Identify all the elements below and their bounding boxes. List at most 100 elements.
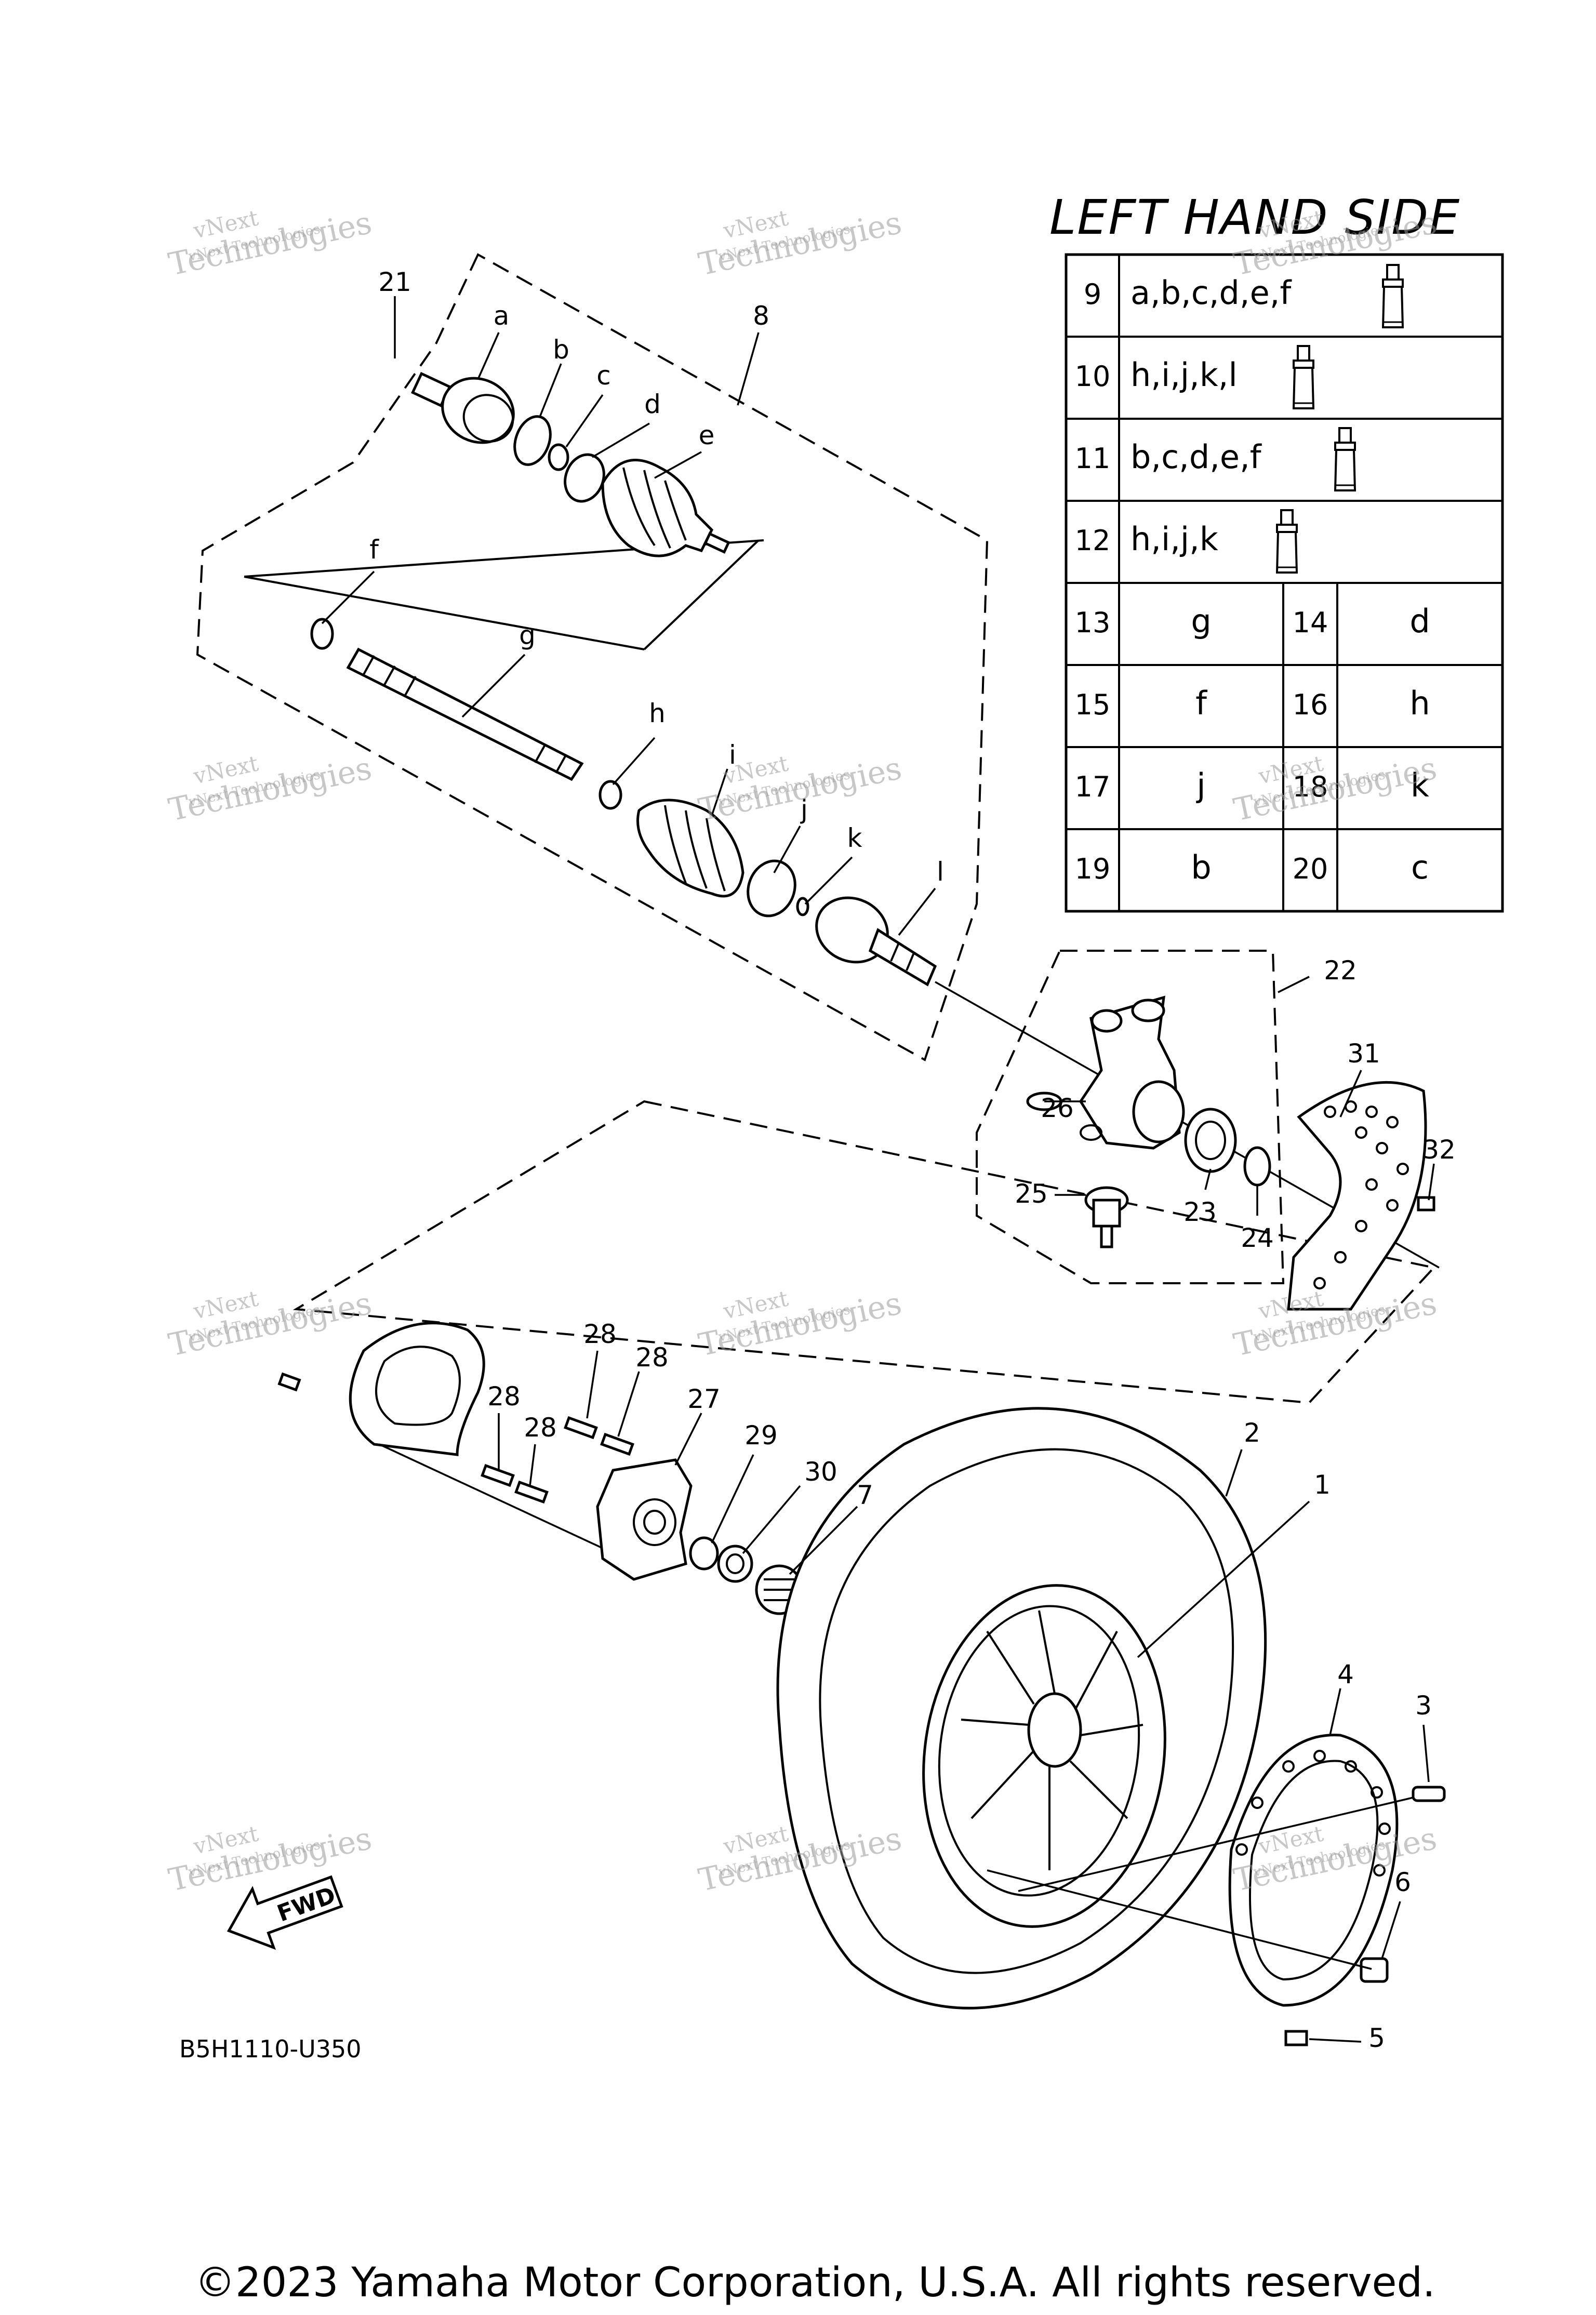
knuckle-group-outline <box>976 950 1285 1284</box>
kit-number: 14 <box>1293 606 1328 639</box>
kit-number: 11 <box>1075 442 1111 475</box>
callout-j: j <box>800 794 808 824</box>
callout-28-d: 28 <box>524 1413 557 1443</box>
leader <box>987 1869 1372 1970</box>
callout-30: 30 <box>804 1457 837 1487</box>
callout-f: f <box>369 535 379 565</box>
kit-number: 20 <box>1293 853 1328 885</box>
grease-tube-icon <box>1292 345 1315 409</box>
callout-1: 1 <box>1314 1470 1331 1500</box>
kit-parts: h,i,j,k <box>1130 520 1218 558</box>
callout-c: c <box>596 361 611 391</box>
brake-guard <box>1287 1081 1427 1311</box>
valve-stem <box>1412 1786 1446 1802</box>
circlip <box>513 415 552 466</box>
kit-part: k <box>1411 766 1429 804</box>
kit-number: 18 <box>1293 770 1328 803</box>
callout-25: 25 <box>1015 1179 1048 1209</box>
callout-5: 5 <box>1368 2023 1385 2053</box>
kit-part: d <box>1409 602 1430 640</box>
boot-band-large <box>747 859 796 917</box>
grease-tube-icon <box>1381 264 1404 328</box>
callout-26: 26 <box>1041 1093 1074 1123</box>
cv-boot-outer <box>601 459 730 557</box>
grease-tube-icon <box>1334 427 1356 491</box>
callout-7: 7 <box>857 1480 873 1510</box>
callout-b: b <box>553 335 569 365</box>
wheel-rim <box>922 1584 1166 1928</box>
snap-ring <box>548 443 569 471</box>
boot-band-inner <box>310 618 334 650</box>
callout-31: 31 <box>1347 1039 1380 1069</box>
kit-part: j <box>1195 766 1205 804</box>
callout-4: 4 <box>1337 1659 1354 1689</box>
kit-row-17-18: 17 j 18 k <box>1075 766 1429 804</box>
brake-disc <box>349 1322 603 1549</box>
inner-cv-joint <box>815 896 937 987</box>
callout-e: e <box>699 420 715 450</box>
kit-row-9: 9 a,b,c,d,e,f <box>1084 264 1404 328</box>
valve-cap <box>1360 1957 1389 1983</box>
kit-number: 19 <box>1075 853 1111 885</box>
axle-nut <box>717 1545 753 1583</box>
callout-29: 29 <box>744 1420 778 1451</box>
callout-28-a: 28 <box>583 1319 617 1349</box>
drive-shaft-assembly <box>244 371 1440 1269</box>
beadlock-ring <box>1228 1734 1399 2007</box>
kit-row-13-14: 13 g 14 d <box>1075 602 1430 640</box>
stopper-ring <box>796 897 809 916</box>
outer-cv-joint <box>411 371 515 444</box>
callout-2: 2 <box>1244 1418 1260 1448</box>
hub-washer <box>689 1536 719 1571</box>
kit-part: g <box>1191 602 1211 640</box>
callout-8: 8 <box>753 301 769 331</box>
kit-part: h <box>1409 684 1430 722</box>
kit-part: b <box>1191 848 1211 886</box>
callout-i: i <box>729 740 736 770</box>
kit-number: 13 <box>1075 606 1111 639</box>
callout-32: 32 <box>1422 1135 1456 1165</box>
kit-row-11: 11 b,c,d,e,f <box>1075 427 1356 491</box>
kit-part: f <box>1195 684 1208 722</box>
callout-3: 3 <box>1415 1691 1432 1721</box>
wheel-bearing <box>1184 1108 1237 1173</box>
kit-part: c <box>1411 848 1429 886</box>
callout-23: 23 <box>1183 1197 1217 1227</box>
callout-d: d <box>644 389 661 419</box>
kit-parts: a,b,c,d,e,f <box>1130 274 1292 312</box>
drive-shaft-group-outline <box>196 253 989 1061</box>
callout-24: 24 <box>1241 1223 1274 1253</box>
kit-parts: h,i,j,k,l <box>1130 356 1238 394</box>
callout-28-b: 28 <box>635 1342 669 1373</box>
callout-6: 6 <box>1394 1867 1411 1897</box>
kit-row-12: 12 h,i,j,k <box>1075 509 1298 574</box>
callout-27: 27 <box>687 1384 721 1414</box>
wheel-group-outline <box>292 1100 1436 1404</box>
kit-number: 16 <box>1293 688 1328 721</box>
ball-joint <box>1084 1186 1129 1248</box>
wheel-hub <box>596 1458 693 1581</box>
grease-tube-icon <box>1275 509 1298 574</box>
callout-k: k <box>847 823 862 853</box>
knuckle-assembly <box>1026 995 1435 1311</box>
leader <box>1018 1797 1414 1892</box>
hub-studs <box>481 1416 634 1504</box>
kit-row-10: 10 h,i,j,k,l <box>1075 345 1315 409</box>
callout-l: l <box>937 857 944 887</box>
kit-row-15-16: 15 f 16 h <box>1075 684 1430 722</box>
cv-boot-inner <box>636 799 744 898</box>
kit-table: 9 a,b,c,d,e,f 10 h,i,j,k,l 11 b,c,d,e,f … <box>1065 253 1504 913</box>
kit-number: 17 <box>1075 770 1111 803</box>
callout-28-c: 28 <box>487 1381 521 1412</box>
callout-leaders <box>321 296 1435 2043</box>
callout-g: g <box>519 620 536 650</box>
disc-bolt <box>277 1372 301 1392</box>
callout-21: 21 <box>378 267 411 297</box>
callout-h: h <box>649 698 666 728</box>
callout-22: 22 <box>1324 955 1357 986</box>
bearing-circlip <box>1243 1146 1271 1187</box>
copyright-notice: ©2023 Yamaha Motor Corporation, U.S.A. A… <box>195 2259 1435 2306</box>
kit-number: 15 <box>1075 688 1111 721</box>
beadlock-bolt <box>1284 2030 1308 2046</box>
